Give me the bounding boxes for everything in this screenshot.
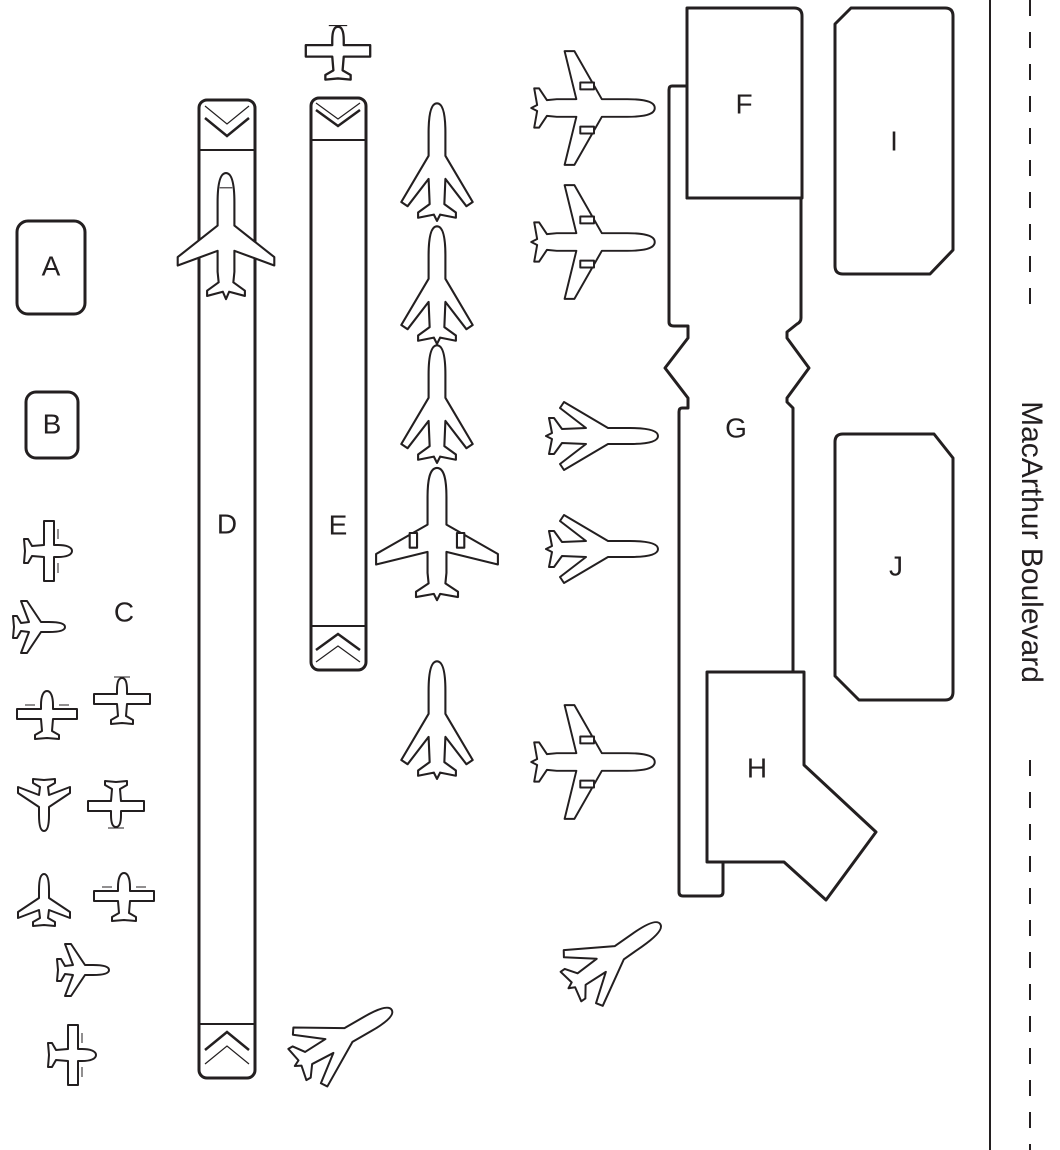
- building-a-label: A: [42, 250, 61, 281]
- ga-plane-5-icon: [17, 778, 71, 832]
- parked-jet-3-icon: [400, 344, 474, 464]
- terminal-complex: F G H: [663, 6, 878, 902]
- building-a: A: [15, 219, 87, 316]
- building-h-label: H: [747, 752, 767, 783]
- ga-plane-9-icon: [56, 943, 110, 997]
- parked-jet-1-icon: [400, 102, 474, 222]
- ga-plane-2-icon: [12, 600, 66, 654]
- ga-plane-3-icon: [16, 690, 78, 740]
- gate-jet-1-icon: [530, 50, 656, 166]
- gate-jet-2-icon: [530, 184, 656, 300]
- ga-plane-10-icon: [47, 1024, 97, 1086]
- gate-jet-4-icon: [545, 514, 659, 584]
- building-i: I: [833, 6, 955, 276]
- taxiing-jet-2-icon: [276, 979, 410, 1097]
- parked-jet-2-icon: [400, 225, 474, 345]
- area-c-label: C: [114, 596, 134, 627]
- building-i-label: I: [890, 125, 898, 156]
- ga-plane-1-icon: [23, 520, 73, 582]
- runway-e-label: E: [329, 509, 348, 540]
- ga-plane-6-icon: [87, 780, 145, 829]
- building-b-label: B: [43, 408, 62, 439]
- parked-jet-5-icon: [400, 660, 474, 780]
- ga-plane-7-icon: [17, 873, 71, 927]
- building-j-label: J: [889, 550, 903, 581]
- building-j: J: [833, 432, 955, 702]
- gate-jet-3-icon: [545, 401, 659, 471]
- runway-d-aircraft-icon: [176, 172, 276, 301]
- building-b: B: [24, 390, 80, 460]
- runway-e: E: [309, 96, 368, 672]
- building-g-label: G: [725, 412, 747, 443]
- macarthur-boulevard: MacArthur Boulevard: [989, 0, 1048, 1150]
- ga-plane-8-icon: [93, 872, 155, 922]
- runway-e-prop-icon: [304, 24, 372, 81]
- gate-jet-5-icon: [530, 704, 656, 820]
- ga-plane-4-icon: [93, 676, 151, 725]
- runway-d-label: D: [217, 508, 237, 539]
- building-f-label: F: [735, 88, 752, 119]
- runway-d: D: [197, 98, 257, 1080]
- parked-jet-4-icon: [375, 466, 499, 602]
- taxiing-jet-1-icon: [547, 895, 681, 1018]
- road-name-label: MacArthur Boulevard: [1015, 401, 1048, 683]
